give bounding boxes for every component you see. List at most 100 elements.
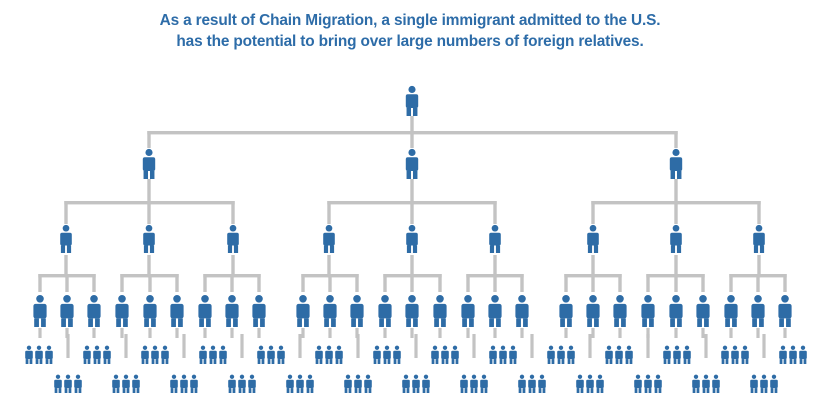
person-leg-right — [455, 359, 459, 364]
divider-bar-10 — [588, 334, 592, 358]
relative-figure-l4-21 — [641, 294, 655, 327]
divider-bar-6 — [356, 334, 360, 358]
divider-bar-8 — [472, 334, 476, 358]
person-leg-right — [619, 359, 623, 364]
person-head — [191, 374, 197, 379]
person-head — [751, 374, 757, 379]
person-leg-left — [226, 318, 231, 327]
person-leg-left — [132, 388, 136, 393]
relative-figure-l5-9 — [199, 345, 207, 364]
person-leg-right — [397, 359, 401, 364]
person-head — [145, 224, 153, 232]
person-leg-right — [593, 245, 599, 253]
person-torso — [132, 379, 140, 389]
person-head — [394, 345, 400, 350]
person-head — [325, 224, 333, 232]
relative-figure-l6-14 — [306, 374, 314, 393]
person-torso — [721, 350, 729, 360]
stub-l4-1 — [65, 328, 69, 338]
person-leg-left — [489, 245, 495, 253]
person-leg-right — [165, 359, 169, 364]
connector-l3-to-l4-4-drop-2 — [438, 274, 442, 292]
relative-figure-l4-8 — [252, 294, 266, 327]
person-leg-right — [621, 318, 626, 327]
person-leg-right — [213, 359, 217, 364]
person-head — [181, 374, 187, 379]
person-head — [597, 374, 603, 379]
person-head — [461, 374, 467, 379]
person-leg-right — [638, 388, 642, 393]
person-head — [239, 374, 245, 379]
person-head — [589, 294, 597, 303]
person-leg-right — [522, 388, 526, 393]
relative-figure-l6-38 — [770, 374, 778, 393]
person-torso — [567, 350, 575, 360]
relative-figure-l4-16 — [488, 294, 502, 327]
person-leg-left — [286, 388, 290, 393]
stub-l4-26 — [783, 328, 787, 338]
person-leg-right — [493, 359, 497, 364]
person-leg-left — [779, 359, 783, 364]
person-leg-right — [310, 388, 314, 393]
person-leg-left — [64, 388, 68, 393]
relative-figure-l6-28 — [586, 374, 594, 393]
person-head — [200, 345, 206, 350]
person-leg-left — [88, 318, 93, 327]
stub-l4-14 — [438, 328, 442, 338]
person-torso — [724, 303, 738, 319]
relative-figure-l6-0 — [54, 374, 62, 393]
relative-figure-l4-13 — [405, 294, 419, 327]
connector-l3-to-l4-3-drop-0 — [301, 274, 305, 292]
person-leg-right — [304, 318, 309, 327]
person-head — [408, 224, 416, 232]
person-leg-left — [54, 388, 58, 393]
person-torso — [480, 379, 488, 389]
person-torso — [625, 350, 633, 360]
connector-l3-to-l4-0-drop-1 — [65, 274, 69, 292]
figure-layer — [25, 85, 807, 393]
person-torso — [538, 379, 546, 389]
person-leg-left — [315, 359, 319, 364]
relative-figure-l5-32 — [625, 345, 633, 364]
person-leg-right — [590, 388, 594, 393]
person-leg-right — [233, 318, 238, 327]
connector-l2-to-l3-1-drop-0 — [327, 201, 331, 224]
person-torso — [460, 379, 468, 389]
person-torso — [286, 379, 294, 389]
person-leg-right — [206, 318, 211, 327]
connector-l3-to-l4-8-drop-0 — [729, 274, 733, 292]
person-head — [152, 345, 158, 350]
person-leg-right — [368, 388, 372, 393]
person-leg-right — [58, 388, 62, 393]
person-leg-right — [658, 388, 662, 393]
relative-figure-l4-17 — [515, 294, 529, 327]
person-head — [90, 294, 98, 303]
person-torso — [248, 379, 256, 389]
person-torso — [412, 379, 420, 389]
connector-l3-to-l4-0-drop-2 — [92, 274, 96, 292]
person-head — [703, 374, 709, 379]
relative-figure-l4-18 — [559, 294, 573, 327]
connector-l3-to-l4-5-drop-1 — [493, 274, 497, 292]
person-torso — [112, 379, 120, 389]
stub-l4-9 — [301, 328, 305, 338]
person-torso — [712, 379, 720, 389]
person-torso — [354, 379, 362, 389]
page-title: As a result of Chain Migration, a single… — [0, 10, 820, 52]
relative-figure-l6-34 — [702, 374, 710, 393]
person-torso — [151, 350, 159, 360]
person-leg-right — [260, 318, 265, 327]
person-torso — [25, 350, 33, 360]
person-head — [297, 374, 303, 379]
person-leg-left — [151, 359, 155, 364]
person-leg-right — [412, 107, 418, 116]
person-leg-right — [339, 359, 343, 364]
person-leg-right — [464, 388, 468, 393]
person-leg-left — [406, 245, 412, 253]
person-leg-right — [716, 388, 720, 393]
person-torso — [547, 350, 555, 360]
person-leg-left — [170, 388, 174, 393]
relative-figure-l6-31 — [644, 374, 652, 393]
relative-figure-l6-18 — [402, 374, 410, 393]
relative-figure-l6-25 — [528, 374, 536, 393]
